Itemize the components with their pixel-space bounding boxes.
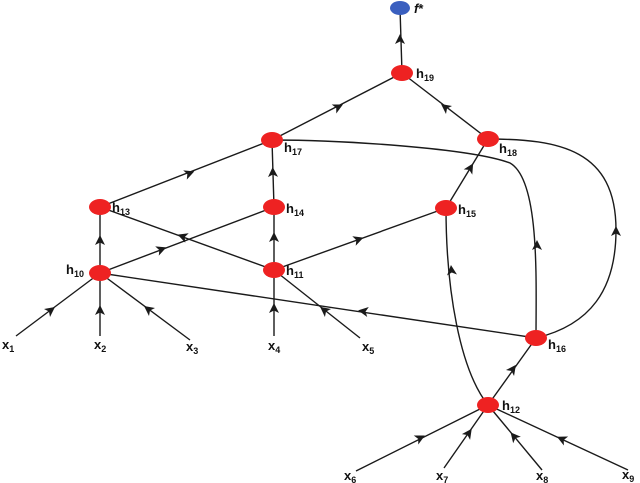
arrow-h16-h10 [358, 307, 369, 317]
edge-h15-h18 [445, 138, 489, 209]
label-x5: x5 [362, 339, 374, 356]
arrow-x1-h10 [43, 306, 55, 317]
node-f-output [390, 1, 410, 15]
arrow-h16-h18 [611, 226, 621, 236]
label-h14: h14 [286, 201, 304, 218]
arrow-h11-h13 [177, 233, 189, 243]
arrow-h16-h17 [532, 240, 542, 250]
label-h19: h19 [416, 66, 434, 83]
label-f: f* [414, 1, 424, 16]
label-x9: x9 [622, 467, 634, 483]
label-h16: h16 [548, 337, 566, 354]
edge-x5-h11 [273, 269, 361, 339]
node-h11 [263, 262, 285, 278]
arrow-h10-h14 [155, 246, 167, 256]
edge-h16-h17 [271, 139, 537, 339]
edge-x7-h12 [443, 404, 489, 469]
label-x2: x2 [94, 337, 106, 354]
label-h12: h12 [502, 398, 520, 415]
node-h10 [89, 265, 111, 281]
arrow-x9-h12 [556, 436, 569, 446]
arrow-h11-h15 [352, 236, 364, 246]
arrow-x5-h11 [320, 306, 332, 317]
edge-h11-h13 [99, 206, 275, 271]
node-h19 [391, 65, 413, 81]
edge-h13-h17 [99, 139, 273, 208]
edge-h16-h18 [487, 138, 617, 339]
arrow-h15-h18 [463, 163, 474, 175]
arrow-h13-h17 [183, 170, 195, 180]
label-h13: h13 [112, 200, 130, 217]
label-x3: x3 [186, 339, 198, 356]
label-x1: x1 [2, 337, 14, 354]
node-h16 [525, 330, 547, 346]
arrow-x6-h12 [413, 435, 425, 445]
arrow-x7-h12 [461, 428, 472, 440]
arrow-h12-h15 [447, 265, 457, 276]
edge-x1-h10 [15, 272, 101, 337]
arrow-h12-h16 [505, 364, 516, 376]
node-h14 [263, 199, 285, 215]
label-x4: x4 [268, 338, 280, 355]
label-h10: h10 [66, 262, 84, 279]
edge-h16-h10 [99, 272, 537, 339]
arrow-x8-h12 [510, 432, 521, 444]
label-h18: h18 [499, 141, 517, 158]
edges [15, 7, 629, 472]
edge-h10-h14 [99, 206, 275, 274]
label-x7: x7 [436, 468, 448, 483]
arrow-h19-f [395, 34, 405, 44]
label-x8: x8 [536, 468, 548, 483]
label-h15: h15 [458, 202, 476, 219]
node-h17 [261, 132, 283, 148]
arrow-h18-h19 [441, 103, 453, 114]
arrow-x4-h11 [269, 303, 279, 313]
label-h11: h11 [286, 263, 303, 280]
arrow-h14-h17 [268, 167, 278, 178]
arrow-h10-h13 [95, 235, 105, 245]
node-h13 [89, 199, 111, 215]
arrow-x3-h10 [144, 305, 156, 316]
label-x6: x6 [344, 468, 356, 483]
arrow-h11-h14 [269, 232, 279, 242]
edge-h12-h15 [445, 207, 489, 406]
arrowheads [43, 34, 621, 446]
nodes [89, 1, 547, 413]
arrow-x2-h10 [95, 305, 105, 315]
node-h18 [477, 131, 499, 147]
label-h17: h17 [284, 140, 302, 157]
arrow-h17-h19 [331, 104, 343, 114]
node-h12 [477, 397, 499, 413]
node-h15 [435, 200, 457, 216]
